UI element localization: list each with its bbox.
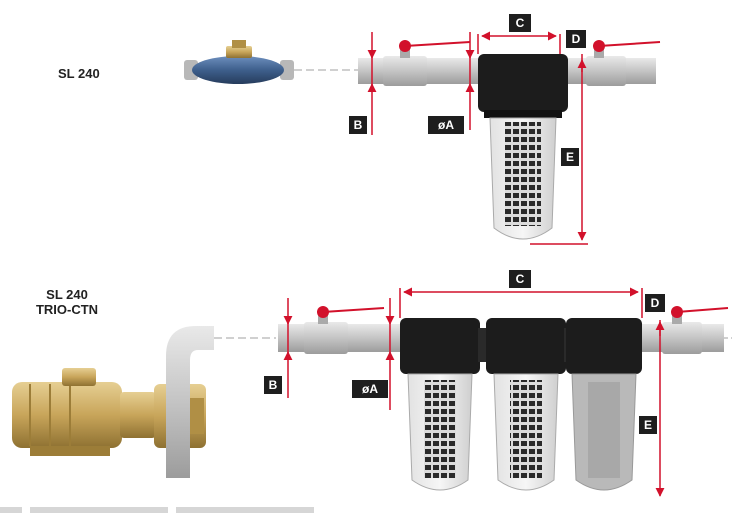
dimension-label-e-bottom: E — [639, 416, 657, 434]
model-label-top: SL 240 — [58, 66, 100, 81]
model-name-line1: SL 240 — [46, 287, 88, 302]
dimension-label-a-bottom: øA — [352, 380, 388, 398]
dimension-label-d-bottom: D — [645, 294, 665, 312]
bottom-divider-1 — [0, 507, 22, 513]
filter-unit-2 — [486, 318, 566, 491]
dimension-label-c-top: C — [509, 14, 531, 32]
inlet-pipe-top — [358, 40, 486, 86]
dimension-label-e-top: E — [561, 148, 579, 166]
inlet-pipe-bottom — [278, 306, 402, 354]
filter-unit-top — [478, 54, 568, 240]
model-label-bottom: SL 240 TRIO-CTN — [30, 287, 104, 317]
dimension-label-a-top: øA — [428, 116, 464, 134]
pump — [12, 326, 214, 478]
dimensions-bottom — [283, 287, 665, 497]
bottom-divider-2 — [30, 507, 168, 513]
filter-unit-3 — [566, 318, 642, 491]
dimensions-top — [367, 31, 588, 245]
water-meter — [184, 40, 294, 84]
filter-unit-1 — [400, 318, 480, 491]
bottom-divider-3 — [176, 507, 314, 513]
dimension-label-b-bottom: B — [264, 376, 282, 394]
outlet-pipe-bottom — [642, 306, 729, 354]
dimension-label-b-top: B — [349, 116, 367, 134]
dimension-label-c-bottom: C — [509, 270, 531, 288]
model-name-line2: TRIO-CTN — [35, 302, 99, 317]
dimension-label-d-top: D — [566, 30, 586, 48]
